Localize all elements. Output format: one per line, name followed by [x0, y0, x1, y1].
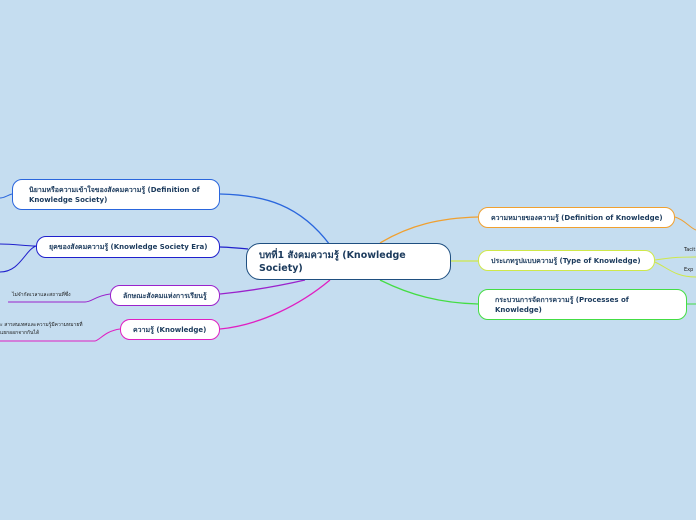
connector-era — [219, 246, 249, 250]
connector-era-leaf-a — [0, 243, 37, 247]
connector-learning — [219, 279, 306, 295]
topic-processes-of-knowledge[interactable]: กระบวนการจัดการความรู้ (Processes of Kno… — [478, 289, 687, 320]
topic-label: นิยามหรือความเข้าใจของสังคมความรู้ (Defi… — [29, 185, 200, 204]
topic-learning-society[interactable]: ลักษณะสังคมแห่งการเรียนรู้ — [110, 285, 220, 306]
leaf-learning-society-detail[interactable]: ไม่จำกัดเวลาและสถานที่ซึ่ง — [12, 292, 71, 298]
connector-era-leaf-b — [0, 245, 37, 273]
connector-knowledge — [219, 279, 331, 330]
connector-definition-society-leaf — [0, 193, 13, 199]
topic-label: ยุคของสังคมความรู้ (Knowledge Society Er… — [49, 243, 208, 251]
central-topic-label: บทที่1 สังคมความรู้ (Knowledge Society) — [259, 249, 406, 274]
connector-knowledge-leaf — [0, 328, 121, 342]
leaf-tacit[interactable]: Tacit — [684, 247, 696, 253]
topic-label: ความหมายของความรู้ (Definition of Knowle… — [491, 213, 663, 222]
connector-definition-knowledge-leaf — [674, 216, 696, 231]
topic-label: ลักษณะสังคมแห่งการเรียนรู้ — [123, 291, 207, 300]
topic-label: ความรู้ (Knowledge) — [133, 325, 207, 334]
connector-type-tacit — [654, 256, 696, 261]
connector-learning-leaf — [8, 293, 111, 303]
topic-knowledge-society-era[interactable]: ยุคของสังคมความรู้ (Knowledge Society Er… — [36, 236, 220, 258]
leaf-explicit[interactable]: Exp — [684, 267, 694, 273]
topic-label: กระบวนการจัดการความรู้ (Processes of Kno… — [495, 295, 629, 314]
leaf-knowledge-detail-line2[interactable]: แยกออกจากกันได้ — [0, 330, 40, 336]
topic-definition-of-knowledge[interactable]: ความหมายของความรู้ (Definition of Knowle… — [478, 207, 675, 228]
connector-processes — [379, 279, 479, 305]
topic-knowledge[interactable]: ความรู้ (Knowledge) — [120, 319, 220, 340]
topic-type-of-knowledge[interactable]: ประเภทรูปแบบความรู้ (Type of Knowledge) — [478, 250, 655, 271]
central-topic[interactable]: บทที่1 สังคมความรู้ (Knowledge Society) — [246, 243, 451, 280]
leaf-knowledge-detail-line1[interactable]: ะ สารสนเทศและความรู้มีความหมายที่ — [0, 322, 83, 328]
connector-type-explicit — [654, 261, 696, 278]
connector-definition-society — [219, 193, 331, 246]
topic-definition-of-knowledge-society[interactable]: นิยามหรือความเข้าใจของสังคมความรู้ (Defi… — [12, 179, 220, 210]
topic-label: ประเภทรูปแบบความรู้ (Type of Knowledge) — [491, 256, 641, 265]
connector-definition-knowledge — [379, 216, 479, 244]
